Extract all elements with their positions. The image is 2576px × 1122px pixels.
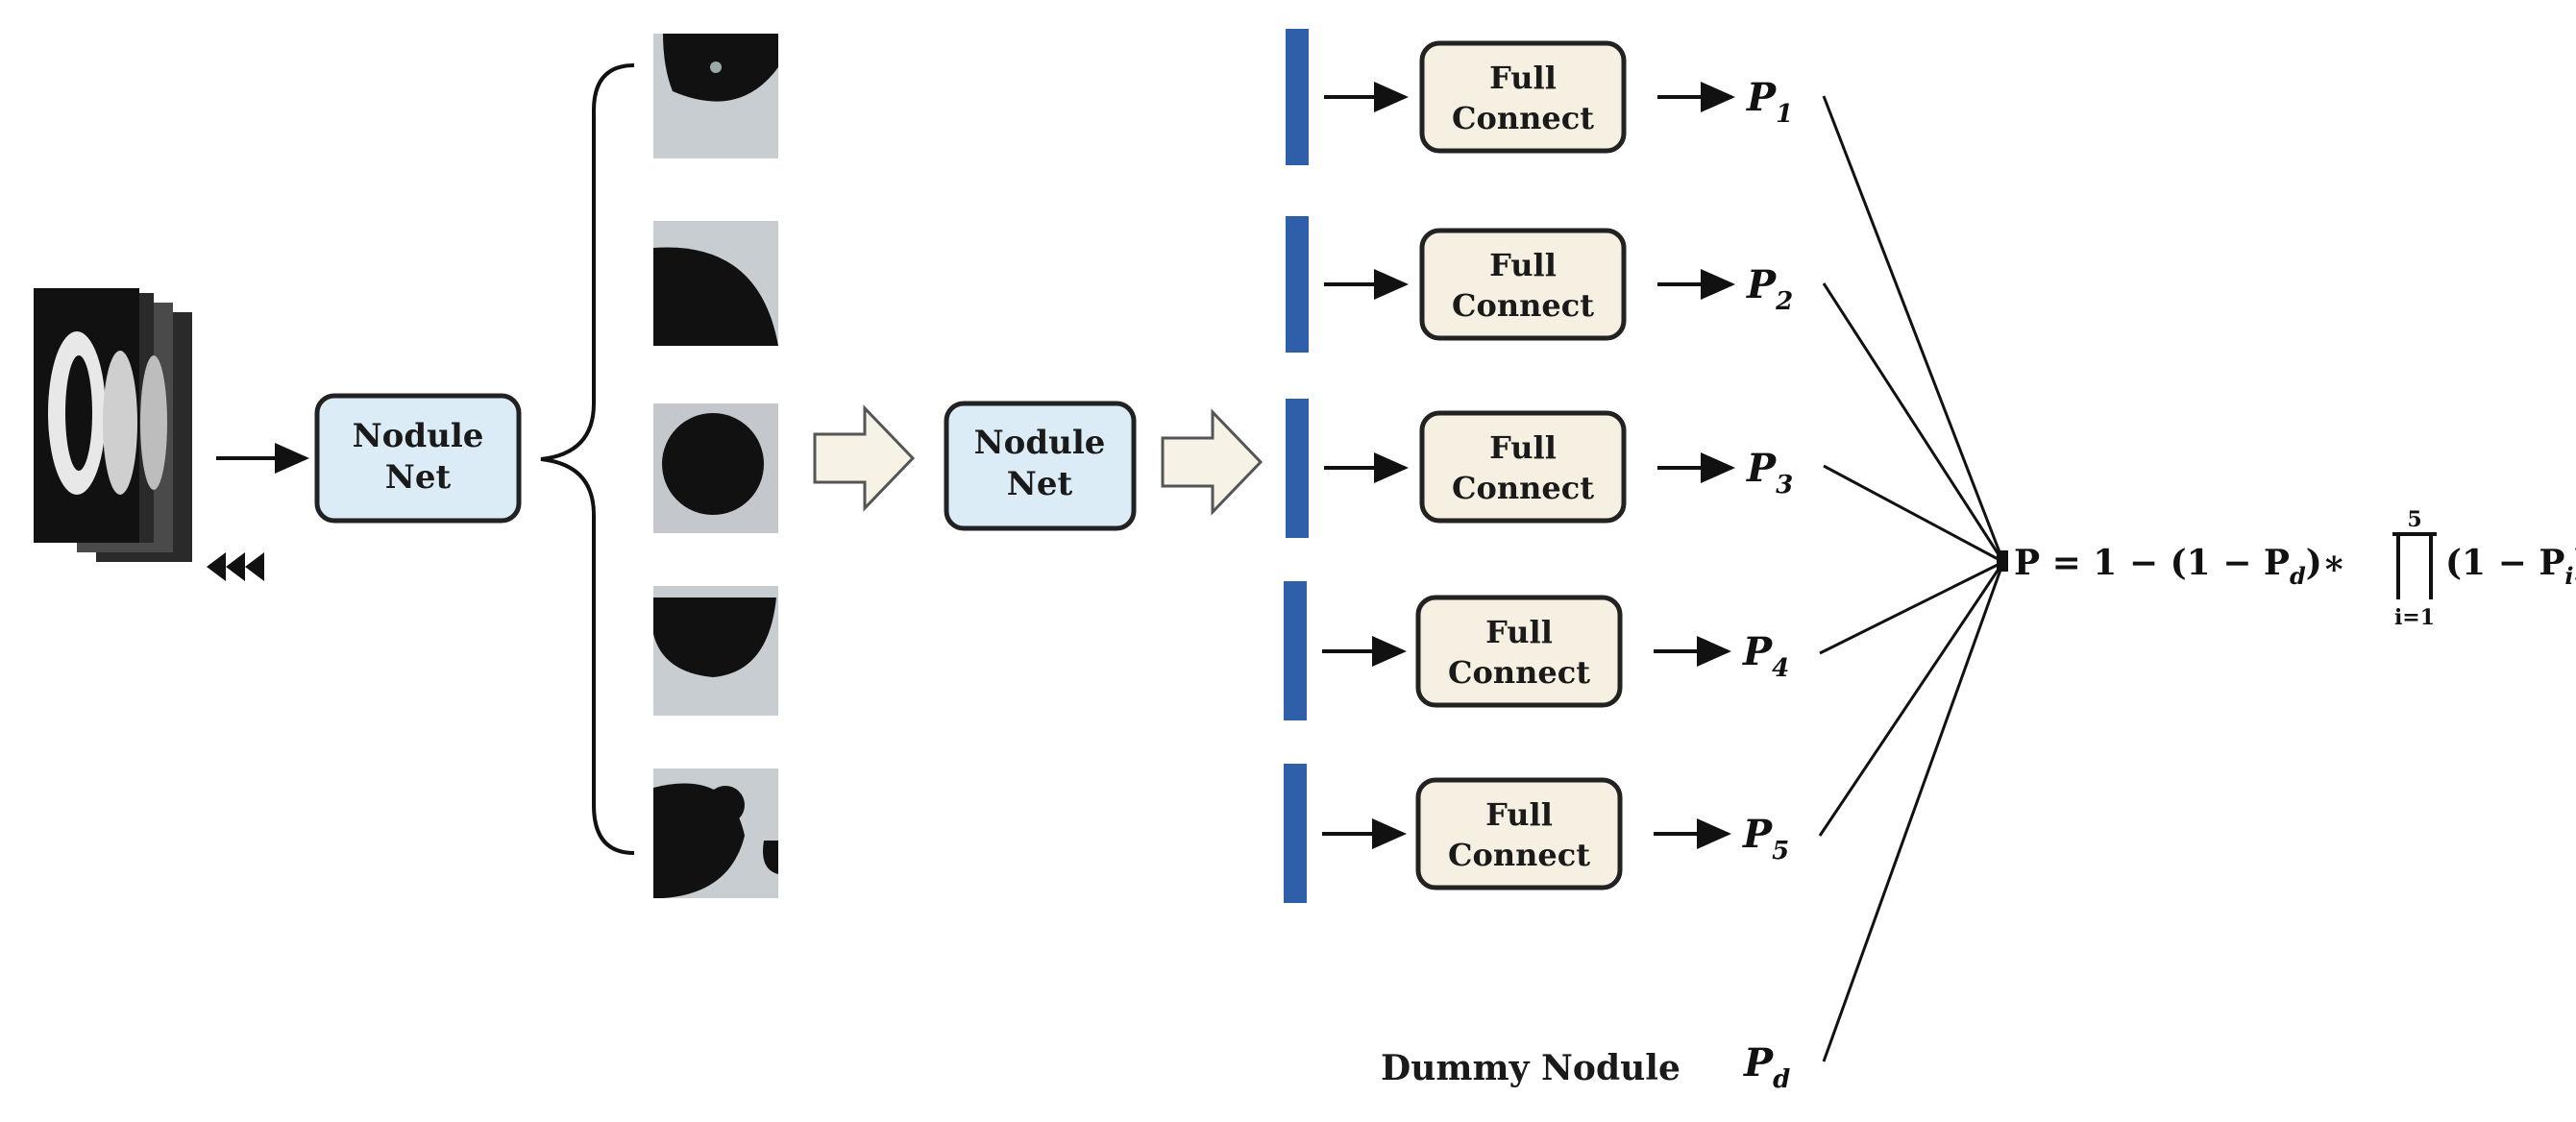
product-lower-limit: i=1 (2394, 605, 2435, 630)
convergence-node (1997, 550, 2008, 572)
feature-bar-4 (1284, 581, 1307, 720)
full-connect-box-5: Full Connect (1415, 777, 1623, 890)
p2-label: P2 (1746, 262, 1793, 316)
nodule-net-box-1: Nodule Net (314, 393, 522, 524)
full-connect-4-line2: Connect (1448, 654, 1590, 691)
full-connect-box-3: Full Connect (1419, 410, 1627, 524)
p5-label: P5 (1742, 812, 1789, 866)
p3-label: P3 (1746, 446, 1793, 500)
dummy-nodule-label: Dummy Nodule (1381, 1048, 1681, 1088)
full-connect-3-line2: Connect (1452, 470, 1594, 506)
nodule-net-box-2: Nodule Net (944, 401, 1137, 531)
convergence-lines (1818, 95, 2005, 1062)
nodule-net-2-line2: Net (1007, 465, 1073, 503)
full-connect-2-line1: Full (1489, 247, 1557, 283)
nodule-net-1-line1: Nodule (353, 417, 484, 455)
hollow-arrow-2 (1161, 408, 1263, 516)
feature-bar-2 (1286, 216, 1309, 353)
product-upper-limit: 5 (2407, 507, 2421, 532)
nodule-crop-4 (653, 586, 778, 716)
feature-bar-5 (1284, 764, 1307, 903)
feature-bar-3 (1286, 399, 1309, 538)
nodule-crop-5 (653, 768, 778, 898)
full-connect-box-2: Full Connect (1419, 228, 1627, 341)
full-connect-1-line1: Full (1489, 60, 1557, 96)
full-connect-box-1: Full Connect (1419, 40, 1627, 154)
pd-label: Pd (1743, 1040, 1790, 1094)
ct-scan-stack-icon (34, 288, 264, 581)
curly-brace (540, 63, 635, 855)
svg-text:(1 − Pi): (1 − Pi) (2445, 543, 2576, 590)
nodule-crop-3 (653, 403, 778, 533)
hollow-arrow-1 (813, 404, 916, 512)
nodule-net-2-line1: Nodule (974, 424, 1106, 462)
nodule-crop-1 (653, 34, 778, 159)
full-connect-5-line2: Connect (1448, 837, 1590, 873)
nodule-net-1-line2: Net (385, 458, 452, 497)
product-symbol (2392, 532, 2437, 599)
nodule-crop-2 (653, 221, 778, 346)
full-connect-2-line2: Connect (1452, 287, 1594, 324)
svg-text:P = 1 − (1 − Pd)∗: P = 1 − (1 − Pd)∗ (2014, 543, 2346, 590)
feature-bar-1 (1286, 29, 1309, 165)
full-connect-3-line1: Full (1489, 429, 1557, 466)
full-connect-5-line1: Full (1485, 796, 1553, 833)
full-connect-1-line2: Connect (1452, 100, 1594, 136)
p4-label: P4 (1742, 629, 1789, 683)
full-connect-4-line1: Full (1485, 614, 1553, 650)
full-connect-box-4: Full Connect (1415, 595, 1623, 708)
probability-formula: P = 1 − (1 − Pd)∗ 5 i=1 (1 − Pi) (2014, 507, 2576, 630)
p1-label: P1 (1746, 75, 1793, 129)
